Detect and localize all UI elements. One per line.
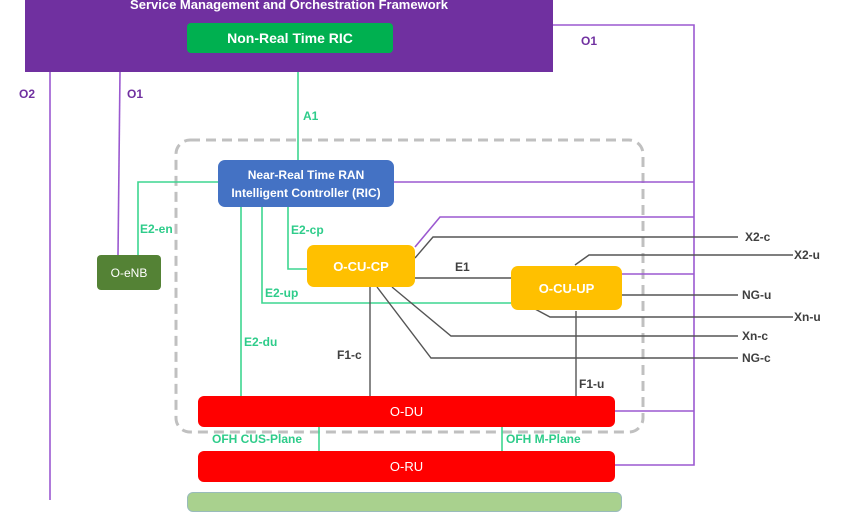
near-rt-ric-label-2: Intelligent Controller (RIC) (231, 185, 381, 200)
f1-c-label: F1-c (337, 348, 362, 362)
smo-framework-title: Service Management and Orchestration Fra… (130, 0, 448, 12)
e2-up-line (261, 207, 511, 304)
e2-en-label: E2-en (140, 222, 173, 236)
o-du-box[interactable]: O-DU (198, 396, 615, 427)
near-rt-ric-label-1: Near-Real Time RAN (247, 167, 365, 182)
ng-c-line (376, 286, 738, 359)
ofh-cus-label: OFH CUS-Plane (212, 432, 303, 446)
near-rt-ric-box[interactable]: Near-Real Time RAN Intelligent Controlle… (218, 160, 394, 207)
non-rt-ric-label: Non-Real Time RIC (227, 30, 353, 46)
o-cu-cp-label: O-CU-CP (333, 258, 389, 274)
o1-right-label: O1 (581, 34, 598, 48)
e2-cp-label: E2-cp (291, 223, 324, 237)
e2-cp-line (287, 207, 307, 270)
o-enb-label: O-eNB (110, 265, 148, 280)
e2-up-label: E2-up (265, 286, 299, 300)
ofh-m-label: OFH M-Plane (506, 432, 581, 446)
ran-boundary (174, 138, 645, 434)
e2-en-line (137, 181, 218, 255)
o-ru-label: O-RU (389, 459, 424, 474)
o1-right-line (553, 24, 695, 466)
xn-u-line (534, 308, 793, 318)
o-cu-up-box[interactable]: O-CU-UP (511, 266, 622, 310)
ng-u-label: NG-u (742, 288, 772, 302)
connection-lines (49, 24, 793, 500)
f1-u-label: F1-u (579, 377, 605, 391)
xn-c-label: Xn-c (742, 329, 769, 343)
o-ru-box[interactable]: O-RU (198, 451, 615, 482)
o-cu-cp-box[interactable]: O-CU-CP (307, 245, 415, 287)
xn-u-label: Xn-u (794, 310, 821, 324)
o2-label: O2 (19, 87, 36, 101)
e1-label: E1 (455, 260, 470, 274)
ng-c-label: NG-c (742, 351, 771, 365)
a1-label: A1 (303, 109, 319, 123)
x2-u-line (574, 254, 793, 266)
bottom-box[interactable] (187, 492, 622, 512)
o-enb-box[interactable]: O-eNB (97, 255, 161, 290)
x2-c-label: X2-c (745, 230, 771, 244)
e2-du-label: E2-du (244, 335, 278, 349)
o1-left-label: O1 (127, 87, 144, 101)
o-du-label: O-DU (389, 404, 424, 419)
x2-c-line (414, 236, 738, 259)
o1-cucp-line (414, 216, 694, 248)
o1-left-line (117, 71, 121, 256)
o-cu-up-label: O-CU-UP (538, 280, 595, 296)
x2-u-label: X2-u (794, 248, 821, 262)
non-rt-ric-box[interactable]: Non-Real Time RIC (187, 23, 393, 53)
xn-c-line (391, 286, 738, 337)
